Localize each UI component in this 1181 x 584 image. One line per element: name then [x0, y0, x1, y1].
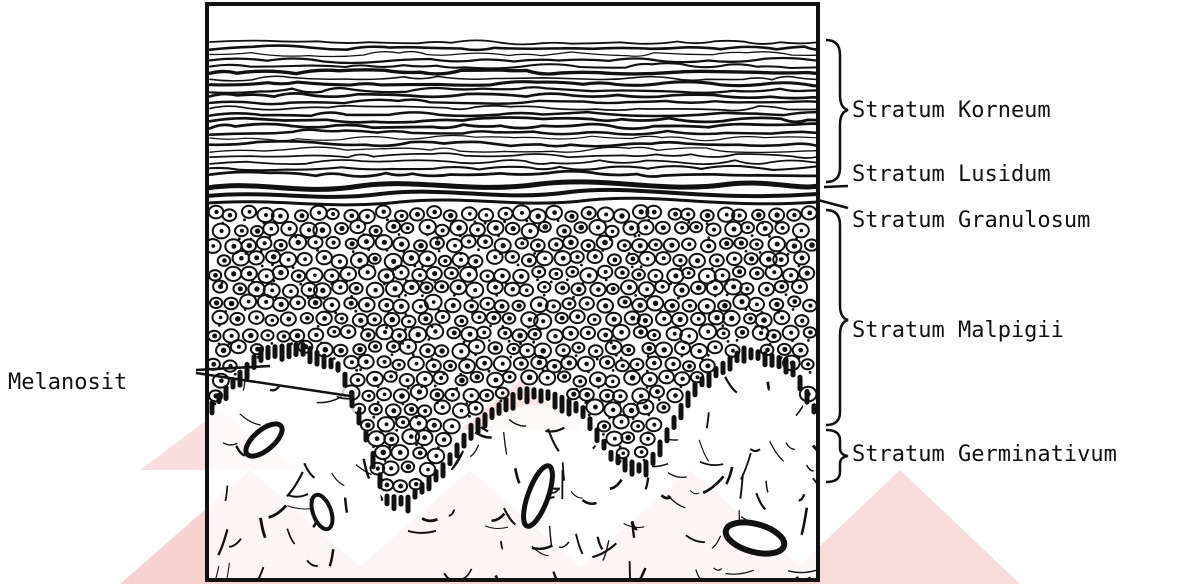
stratum-korneum-texture	[210, 40, 866, 176]
brace-korneum	[826, 40, 848, 182]
label-stratum-granulosum: Stratum Granulosum	[852, 208, 1090, 234]
label-melanosit: Melanosit	[8, 370, 127, 396]
label-stratum-malpigii: Stratum Malpigii	[852, 318, 1064, 344]
label-stratum-korneum: Stratum Korneum	[852, 98, 1051, 124]
stratum-lusidum-band	[207, 182, 818, 205]
label-stratum-lusidum: Stratum Lusidum	[852, 162, 1051, 188]
brace-malpigii	[826, 210, 848, 425]
leader-granulosum	[818, 200, 848, 208]
papillae-dermis	[207, 343, 832, 584]
brace-germinativum	[826, 430, 848, 482]
leader-lusidum	[824, 186, 848, 187]
label-stratum-germinativum: Stratum Germinativum	[852, 442, 1117, 468]
micrograph-panel	[205, 4, 866, 584]
